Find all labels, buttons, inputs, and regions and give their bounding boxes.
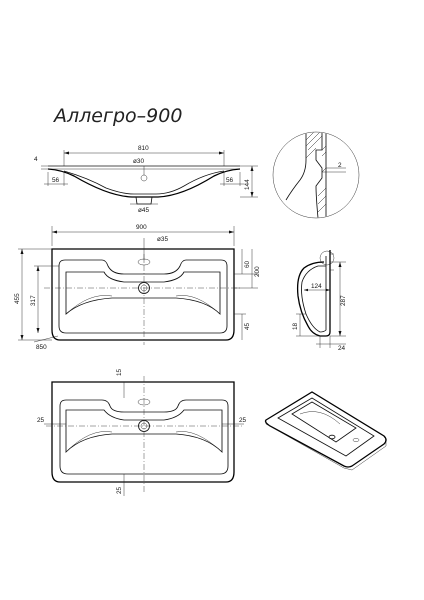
dim-15: 15 [116,368,123,376]
dim-18: 18 [292,322,299,330]
dim-317: 317 [30,295,37,306]
dim-287: 287 [340,295,347,306]
dim-60: 60 [244,260,251,268]
dim-4: 4 [34,156,38,163]
dim-right-56: 56 [226,177,234,184]
dim-tap-35: ø35 [157,236,168,243]
detail-dim-2: 2 [338,162,342,169]
isometric-view [264,391,387,471]
dim-overflow-30: ø30 [133,158,144,165]
dim-left-25: 25 [37,417,45,424]
bottom-plan-view: 15 25 25 25 [37,368,247,496]
front-section-view: 810 4 ø30 ø45 56 56 144 [34,145,258,214]
dim-left-56: 56 [52,177,60,184]
dim-850: 850 [36,344,47,351]
dim-810: 810 [138,145,149,152]
dim-drain-45: ø45 [138,207,149,214]
dim-right-25: 25 [239,417,247,424]
dim-900: 900 [136,224,147,231]
dim-124: 124 [311,283,322,290]
dim-bottom-25: 25 [116,486,123,494]
side-profile-view: 124 287 18 24 [292,250,347,352]
dim-455: 455 [14,293,21,304]
drawing-title: Аллегро–900 [52,105,182,127]
dim-144: 144 [244,179,251,190]
rim-detail-circle: 2 [272,131,360,219]
dim-45: 45 [244,322,251,330]
plan-view: 900 ø35 455 317 60 200 [14,224,261,351]
dim-24: 24 [338,345,346,352]
dim-200: 200 [254,266,261,277]
